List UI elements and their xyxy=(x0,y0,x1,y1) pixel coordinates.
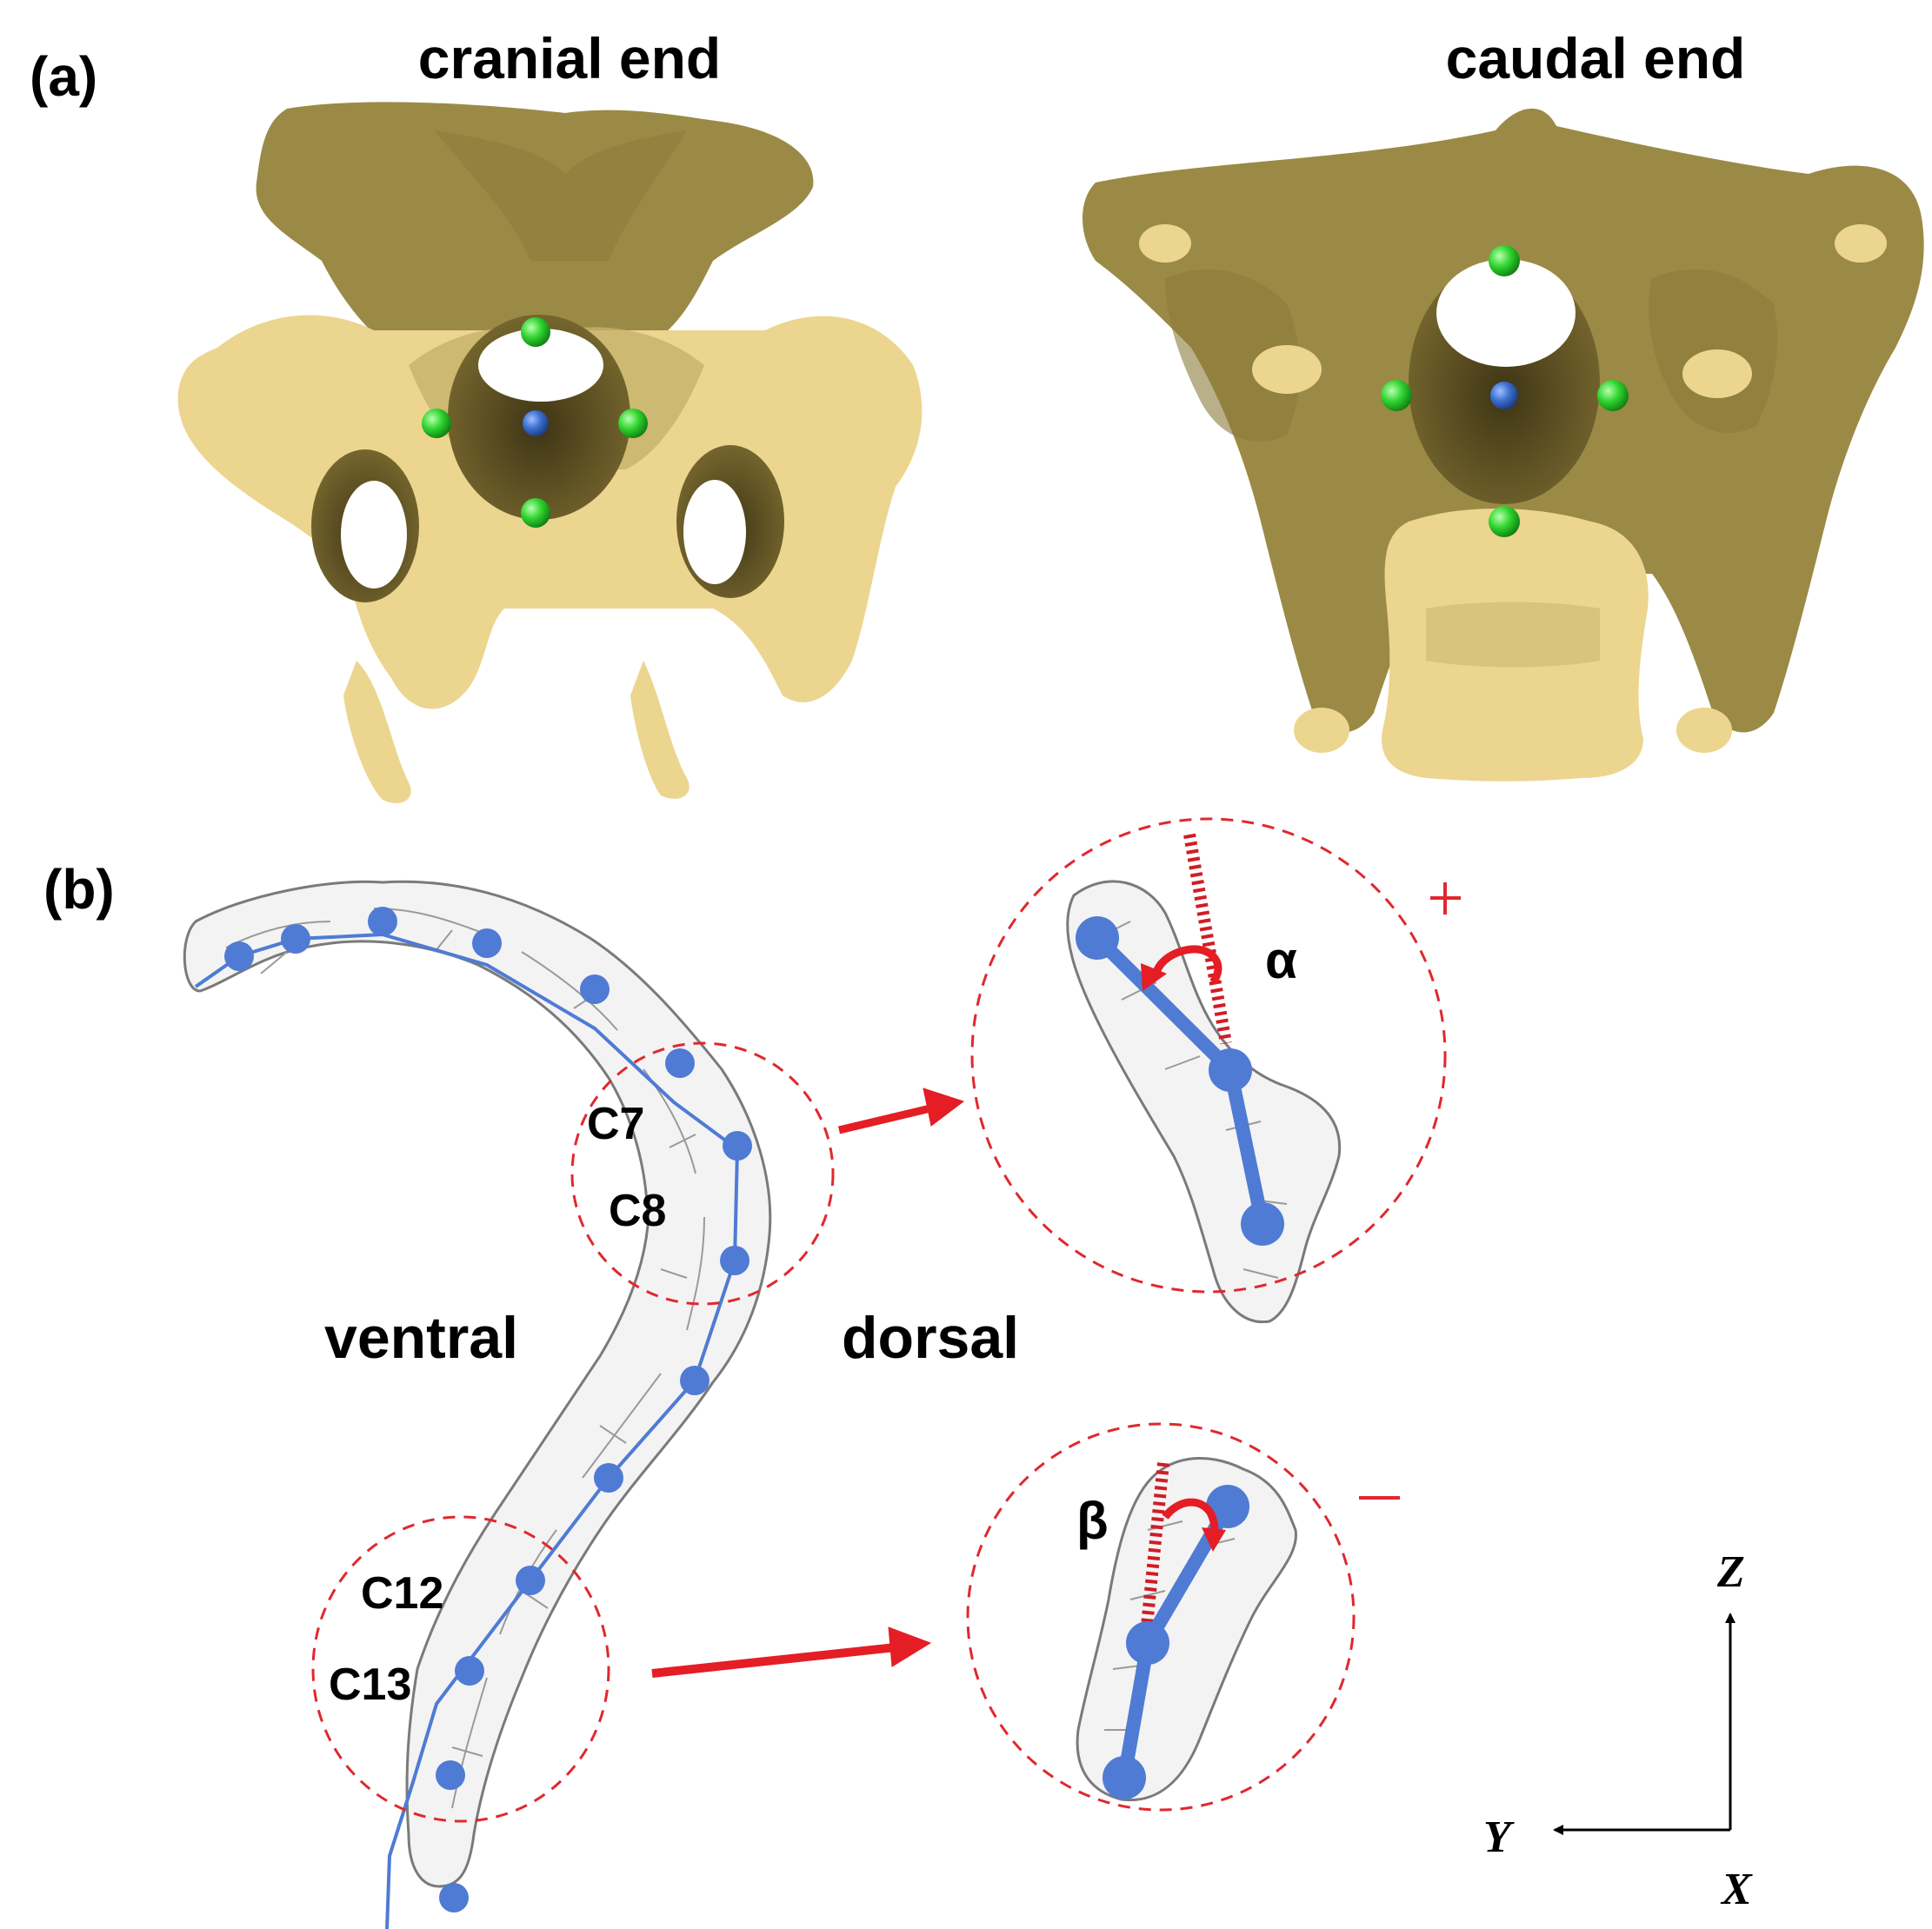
label-c8: C8 xyxy=(609,1186,666,1236)
label-c7: C7 xyxy=(587,1099,644,1149)
zoom-inset-beta xyxy=(966,1422,1356,1812)
joint xyxy=(439,1883,469,1912)
joint xyxy=(224,941,254,971)
landmark-top xyxy=(1489,245,1520,276)
landmark-bottom xyxy=(1489,506,1520,537)
joint xyxy=(720,1246,749,1275)
panel-a-label: (a) xyxy=(30,45,97,108)
axis-z-label: Z xyxy=(1716,1547,1745,1597)
vertebral-chain xyxy=(194,932,740,1929)
cranial-vertebra-model xyxy=(177,102,923,803)
alpha-label: α xyxy=(1265,931,1297,989)
joint xyxy=(455,1656,484,1686)
axis-x-label: X xyxy=(1720,1865,1753,1914)
landmark-right xyxy=(618,409,648,438)
plus-sign-text: + xyxy=(0,0,1,1)
landmark-bottom xyxy=(521,498,550,528)
caudal-end-title: caudal end xyxy=(1446,26,1746,90)
joint xyxy=(680,1366,710,1395)
joint xyxy=(281,924,310,954)
landmark-top xyxy=(521,317,550,347)
neck-spine xyxy=(183,880,772,1888)
dorsal-label: dorsal xyxy=(842,1305,1019,1371)
landmark-center xyxy=(523,410,549,436)
panel-b-label: (b) xyxy=(43,858,115,921)
coordinate-axes xyxy=(1553,1613,1735,1835)
label-c12: C12 xyxy=(361,1568,443,1619)
label-c13: C13 xyxy=(329,1660,411,1710)
highlight-circle-c7-c8 xyxy=(570,1041,835,1306)
landmark-center xyxy=(1490,382,1518,409)
highlight-circle-c12-c13 xyxy=(311,1515,610,1823)
minus-sign-text: − xyxy=(0,0,1,1)
zoom-arrow-upper xyxy=(837,1088,965,1134)
zoom-arrow-lower xyxy=(651,1626,932,1678)
plus-sign xyxy=(1430,882,1461,915)
zoom-inset-alpha xyxy=(970,817,1447,1324)
joint xyxy=(723,1131,752,1161)
joint xyxy=(665,1048,695,1078)
axis-y-label: Y xyxy=(1483,1813,1515,1862)
beta-label: β xyxy=(1076,1492,1109,1550)
landmark-left xyxy=(1381,380,1412,411)
joint xyxy=(516,1566,545,1595)
cranial-end-title: cranial end xyxy=(418,26,721,90)
reference-line-beta xyxy=(1140,1462,1169,1635)
landmark-left xyxy=(422,409,451,438)
landmark-right xyxy=(1597,380,1629,411)
joint xyxy=(594,1463,623,1493)
caudal-vertebra-model xyxy=(1083,108,1924,782)
ventral-label: ventral xyxy=(324,1305,518,1371)
joint xyxy=(436,1760,465,1790)
joint xyxy=(472,928,502,958)
joint xyxy=(368,907,397,936)
joint xyxy=(580,974,610,1004)
